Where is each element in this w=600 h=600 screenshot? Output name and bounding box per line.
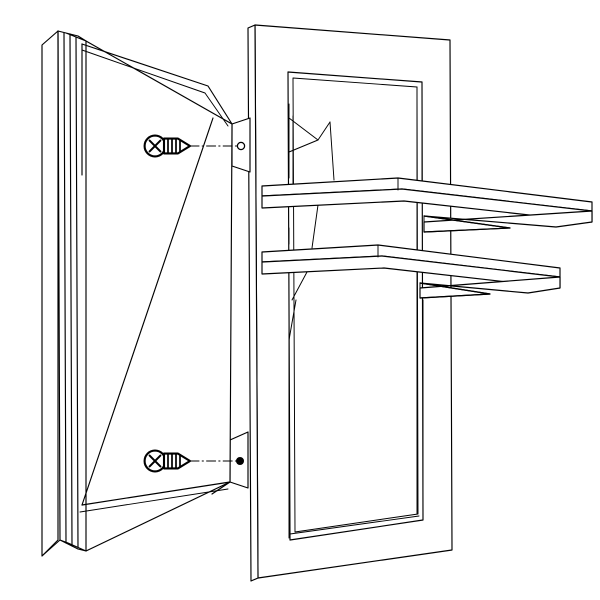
- door-edge-profile-line-2: [64, 33, 66, 543]
- door-edge-profile-line-3: [70, 34, 72, 546]
- door-edge-profile-line-4: [76, 36, 78, 549]
- door-rebate-top: [82, 44, 232, 124]
- lower-screw: [143, 449, 237, 473]
- cabinet-door-panel: [41, 30, 233, 557]
- door-rebate-top-inner: [81, 49, 229, 127]
- upper-bracket-screw-hole: [236, 141, 246, 151]
- side-panel-upper-facet-b: [288, 139, 319, 153]
- side-panel-mid-facet-b: [291, 271, 308, 301]
- door-rebate-bottom: [82, 482, 230, 505]
- door-bottom-left-mitre: [41, 539, 61, 557]
- lower-shelf-notch: [420, 283, 490, 298]
- cabinet-side-panel: [247, 24, 453, 582]
- door-rebate-bottom-inner: [79, 488, 229, 513]
- door-bottom-edge-band: [59, 539, 87, 552]
- upper-screw: [143, 134, 238, 158]
- door-inner-diagonal: [82, 118, 213, 505]
- lower-screw-phillips-cross: [148, 454, 162, 468]
- side-panel-recess-inner: [292, 77, 419, 533]
- upper-shelf: [261, 177, 593, 233]
- side-panel-upper-facet-c: [329, 121, 335, 181]
- lower-bracket-screw-hole: [235, 456, 245, 466]
- door-left-end-face: [41, 30, 59, 557]
- side-panel-lower-facet: [288, 299, 297, 341]
- door-edge-profile-line-1: [58, 31, 60, 540]
- shelf-group: [261, 177, 593, 299]
- upper-shelf-notch: [424, 216, 510, 232]
- door-inner-face: [85, 40, 233, 552]
- upper-screw-phillips-cross: [148, 139, 162, 153]
- side-panel-mid-facet-a: [311, 204, 319, 249]
- side-panel-recess-bottom-ledge: [289, 515, 420, 535]
- lower-shelf: [261, 244, 561, 299]
